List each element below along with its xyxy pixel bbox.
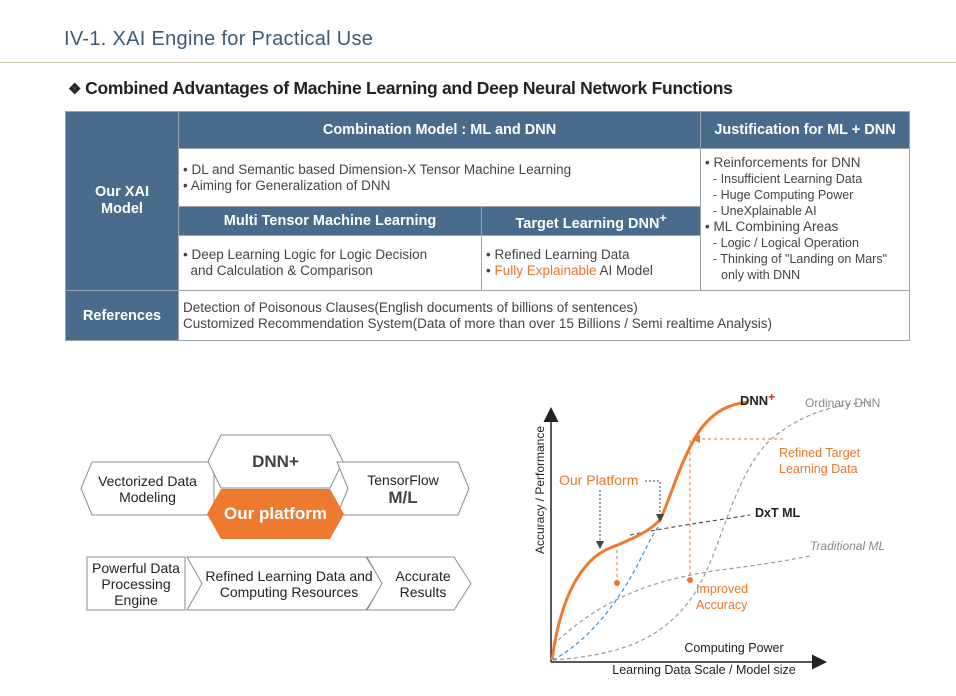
flow-step-1-label: Powerful Data Processing Engine [92,559,180,608]
reinforcements-heading: • Reinforcements for DNN [705,155,861,170]
our-platform-hexagon: Our platform [207,489,344,539]
vectorized-hexagon-shape [80,461,215,516]
flow-step-3: Accurate Results [366,556,472,611]
target-dnn-header-text: Target Learning DNN [515,215,660,232]
dnn-baseline-curve [552,524,661,661]
target-line-1: • Refined Learning Data [486,247,630,262]
x-axis-label-bottom: Learning Data Scale / Model size [612,663,795,677]
platform-marker [614,580,620,586]
references-label: References [65,290,179,341]
reference-line-1: Detection of Poisonous Clauses(English d… [183,299,638,315]
multi-tensor-line-2: and Calculation & Comparison [183,263,373,278]
section-heading: ❖Combined Advantages of Machine Learning… [68,78,733,99]
multi-tensor-header: Multi Tensor Machine Learning [178,206,482,236]
flow-step-1: Powerful Data Processing Engine [86,556,186,611]
page-title: IV-1. XAI Engine for Practical Use [64,28,374,50]
reinforcement-item: - Insufficient Learning Data [713,172,863,186]
justification-cell: • Reinforcements for DNN - Insufficient … [700,148,911,291]
combining-item: - Logic / Logical Operation [713,236,859,250]
y-axis-label: Accuracy / Performance [533,426,547,554]
dnn-plus-chart-label: DNN+ [740,390,775,408]
dnn-plus-hexagon-shape [207,434,344,489]
target-line-2: • Fully Explainable AI Model [486,263,653,278]
improved-accuracy-label-2: Accuracy [696,598,748,612]
tensorflow-hexagon: TensorFlow M/L [336,461,470,516]
combination-cell: • DL and Semantic based Dimension-X Tens… [177,148,702,207]
traditional-ml-label: Traditional ML [810,539,885,553]
combining-item-tail: only with DNN [721,268,801,282]
flow-step-1-shape [86,556,186,611]
dnn-plus-chart-sup: + [768,390,775,404]
flow-step-2-shape [186,556,384,611]
our-platform-hexagon-shape [207,489,344,539]
combining-heading: • ML Combining Areas [705,219,839,234]
tensorflow-block: TensorFlow M/L [367,471,439,507]
section-heading-text: Combined Advantages of Machine Learning … [85,78,733,98]
target-line-2-highlight: Fully Explainable [494,263,597,278]
reinforcement-item: - Huge Computing Power [713,188,854,202]
diamond-bullet-icon: ❖ [68,81,82,98]
combination-line-2: • Aiming for Generalization of DNN [183,177,391,193]
references-cell: Detection of Poisonous Clauses(English d… [177,290,911,341]
dnn-plus-hexagon: DNN+ [207,434,344,489]
flow-step-2-label: Refined Learning Data and Computing Reso… [205,567,373,600]
ordinary-dnn-curve [552,401,871,661]
target-dnn-sup: + [659,210,667,225]
dnn-plus-chart-text: DNN [740,393,768,408]
flow-step-3-label: Accurate Results [395,567,451,600]
target-line-2-rest: AI Model [596,263,653,278]
traditional-ml-curve [552,555,811,646]
multi-tensor-cell: • Deep Learning Logic for Logic Decision… [178,235,482,291]
flow-step-2: Refined Learning Data and Computing Reso… [186,556,384,611]
target-dnn-header: Target Learning DNN+ [480,206,702,236]
vectorized-label: Vectorized Data Modeling [98,472,197,505]
our-model-cell: Our XAI Model [65,111,179,291]
target-dnn-cell: • Refined Learning Data • Fully Explaina… [480,235,702,291]
our-model-label: Our XAI Model [95,184,149,217]
combination-header: Combination Model : ML and DNN [177,111,702,149]
refined-target-label-1: Refined Target [779,446,861,460]
dnn-plus-label: DNN+ [252,451,299,471]
tensorflow-hexagon-shape [336,461,470,516]
title-divider [0,62,956,63]
improved-accuracy-marker [687,577,693,583]
dxt-ml-label: DxT ML [755,506,801,520]
tensorflow-label: TensorFlow [367,471,439,488]
combination-line-1: • DL and Semantic based Dimension-X Tens… [183,161,572,177]
x-axis-label-top: Computing Power [684,641,783,655]
xai-model-table: Our XAI Model Combination Model : ML and… [65,111,911,341]
our-platform-chart-label: Our Platform [559,472,638,488]
combining-item: - Thinking of "Landing on Mars" [713,252,888,266]
refined-target-label-2: Learning Data [779,462,858,476]
flow-step-3-shape [366,556,472,611]
improved-accuracy-label-1: Improved [696,582,748,596]
our-platform-pointer-right [645,480,664,522]
ordinary-dnn-label: Ordinary DNN [805,396,880,410]
vectorized-hexagon: Vectorized Data Modeling [80,461,215,516]
reference-line-2: Customized Recommendation System(Data of… [183,315,772,331]
our-platform-label: Our platform [224,504,327,523]
reinforcement-item: - UneXplainable AI [713,204,817,218]
multi-tensor-line-1: • Deep Learning Logic for Logic Decision [183,247,428,262]
ml-label: M/L [388,487,418,507]
